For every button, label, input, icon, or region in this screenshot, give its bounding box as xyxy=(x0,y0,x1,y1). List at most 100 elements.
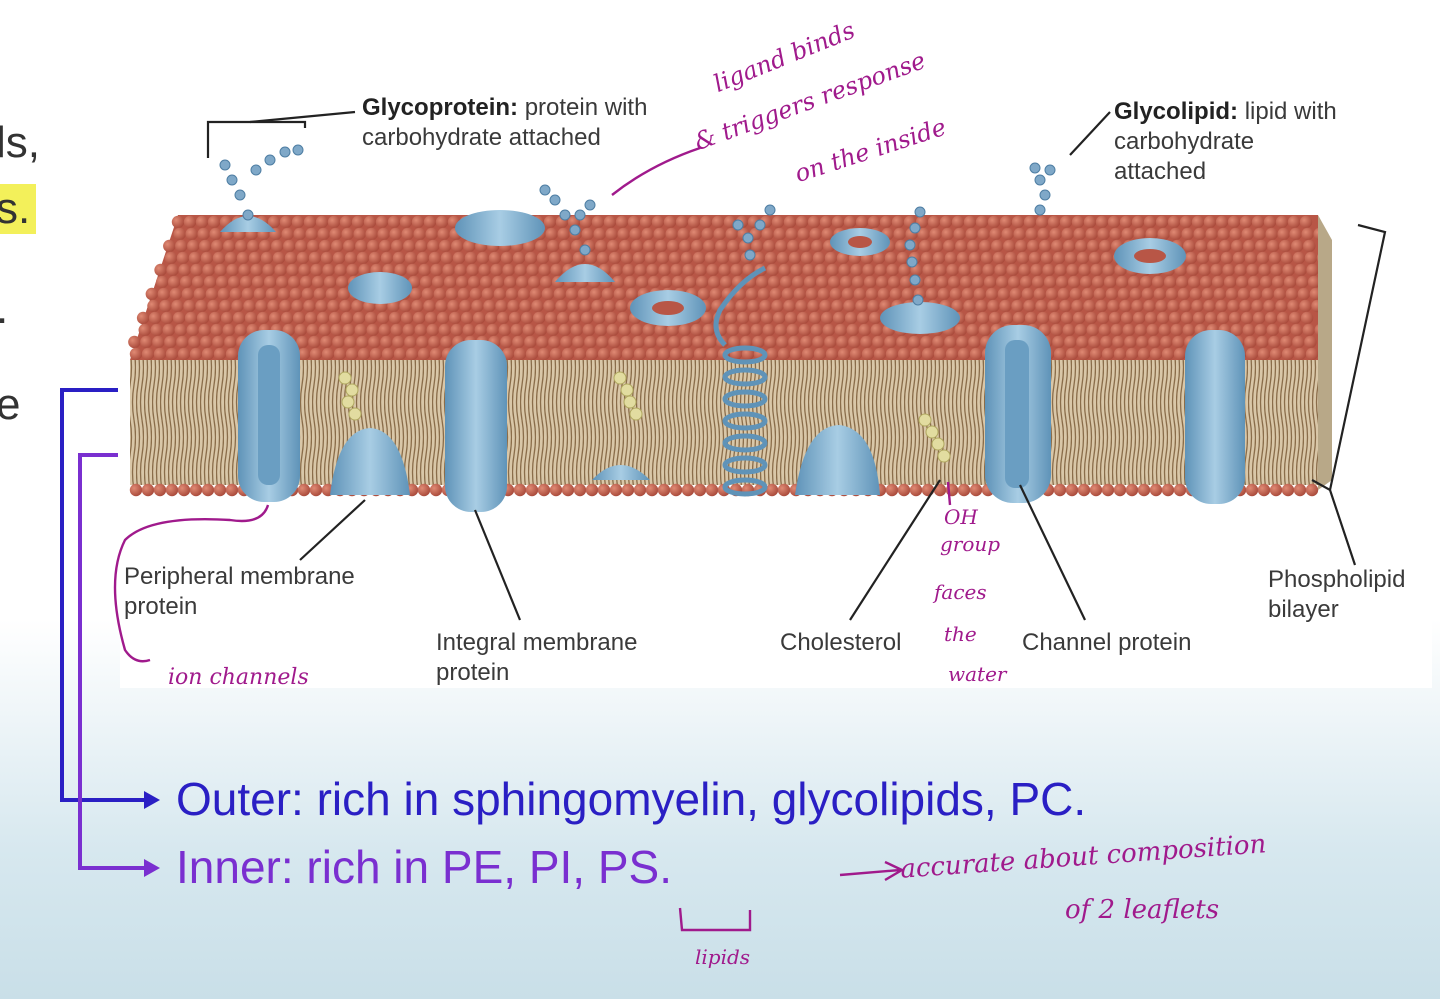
lipid-head xyxy=(460,311,474,325)
lipid-head xyxy=(879,215,893,229)
lipid-head xyxy=(1299,299,1312,313)
lipid-head xyxy=(1083,299,1096,313)
lipid-head xyxy=(493,287,507,301)
lipid-head xyxy=(532,311,546,325)
sugar-unit xyxy=(279,146,291,158)
integral-proteins xyxy=(238,325,1245,512)
lipid-head xyxy=(1275,299,1288,313)
lipid-head xyxy=(1256,251,1270,265)
lipid-head xyxy=(988,311,1002,325)
oh-note-3: faces xyxy=(934,580,987,604)
lipid-head xyxy=(404,335,417,349)
lipid-head xyxy=(1299,215,1313,229)
lipid-head xyxy=(615,215,629,229)
lipid-head xyxy=(531,299,544,313)
lipid-head xyxy=(579,299,592,313)
lipid-head xyxy=(200,251,214,265)
lipid-head xyxy=(318,323,331,337)
lipid-head xyxy=(339,215,353,229)
lipid-head xyxy=(1132,311,1146,325)
lipid-head xyxy=(609,483,623,497)
outer-bracket-arrow xyxy=(60,388,148,802)
lipid-head xyxy=(296,251,310,265)
lipid-head xyxy=(1112,335,1125,349)
lipid-head xyxy=(129,347,143,361)
lipid-head xyxy=(740,335,753,349)
lipid-head xyxy=(776,335,789,349)
lipid-head xyxy=(645,347,659,361)
lipid-head xyxy=(271,239,284,253)
lipid-head xyxy=(517,287,531,301)
lipid-head xyxy=(1108,311,1122,325)
lipid-head xyxy=(610,263,623,277)
lipid-head xyxy=(980,251,994,265)
lipid-head xyxy=(177,483,191,497)
lipid-head xyxy=(1219,239,1232,253)
lipid-head xyxy=(872,335,885,349)
lipid-head xyxy=(808,311,822,325)
lipid-head xyxy=(229,287,243,301)
lipid-head xyxy=(608,335,621,349)
lipid-head xyxy=(623,275,637,289)
lipid-head xyxy=(597,483,611,497)
lipid-head xyxy=(584,251,598,265)
lipid-head xyxy=(1095,299,1108,313)
lipid-head xyxy=(670,263,683,277)
lipid-head xyxy=(442,263,455,277)
lipid-head xyxy=(680,335,693,349)
lipid-head xyxy=(831,215,845,229)
lipid-head xyxy=(947,275,961,289)
lipid-head xyxy=(251,275,265,289)
lipid-head xyxy=(320,335,333,349)
lipid-head xyxy=(687,215,701,229)
lipid-head xyxy=(381,347,395,361)
lipid-head xyxy=(260,251,274,265)
lipid-head xyxy=(691,239,704,253)
lipid-head xyxy=(1101,483,1115,497)
lipid-head xyxy=(1289,227,1302,241)
bilayer-side-face xyxy=(1318,215,1332,490)
lipid-head xyxy=(1245,483,1259,497)
lipid-head xyxy=(1119,215,1133,229)
lipid-head xyxy=(544,311,558,325)
lipid-head xyxy=(1069,287,1083,301)
lipid-head xyxy=(572,251,586,265)
lipid-head xyxy=(1303,239,1316,253)
lipid-head xyxy=(956,251,970,265)
lipid-head xyxy=(1161,347,1175,361)
lipid-head xyxy=(884,335,897,349)
lipid-head xyxy=(693,347,707,361)
lipid-head xyxy=(520,311,534,325)
lipid-head xyxy=(234,323,247,337)
lipid-head xyxy=(778,263,791,277)
lipid-head xyxy=(315,215,329,229)
lipid-head xyxy=(961,287,975,301)
lipid-head xyxy=(1275,215,1289,229)
lipid-head xyxy=(622,263,635,277)
lipid-head xyxy=(689,227,702,241)
lipid-head xyxy=(716,251,730,265)
lipid-head xyxy=(529,287,543,301)
lipid-head xyxy=(694,263,707,277)
lipid-head xyxy=(339,299,352,313)
lipid-head xyxy=(872,251,886,265)
lipid-head xyxy=(798,323,811,337)
lipid-head xyxy=(895,239,908,253)
sugar-unit xyxy=(909,274,921,286)
lipid-head xyxy=(593,227,606,241)
lipid-head xyxy=(819,299,832,313)
lipid-head xyxy=(580,311,594,325)
lipid-head xyxy=(834,323,847,337)
lipid-head xyxy=(728,335,741,349)
surface-proteins xyxy=(220,210,1186,334)
lipid-head xyxy=(454,263,467,277)
lipid-head xyxy=(558,323,571,337)
lipid-head xyxy=(982,263,995,277)
lipid-head xyxy=(212,335,225,349)
lipid-head xyxy=(1117,287,1131,301)
lipid-head xyxy=(851,275,865,289)
lipid-head xyxy=(635,275,649,289)
lipid-head xyxy=(1003,239,1016,253)
lipid-head xyxy=(1076,335,1089,349)
lipid-head xyxy=(856,311,870,325)
